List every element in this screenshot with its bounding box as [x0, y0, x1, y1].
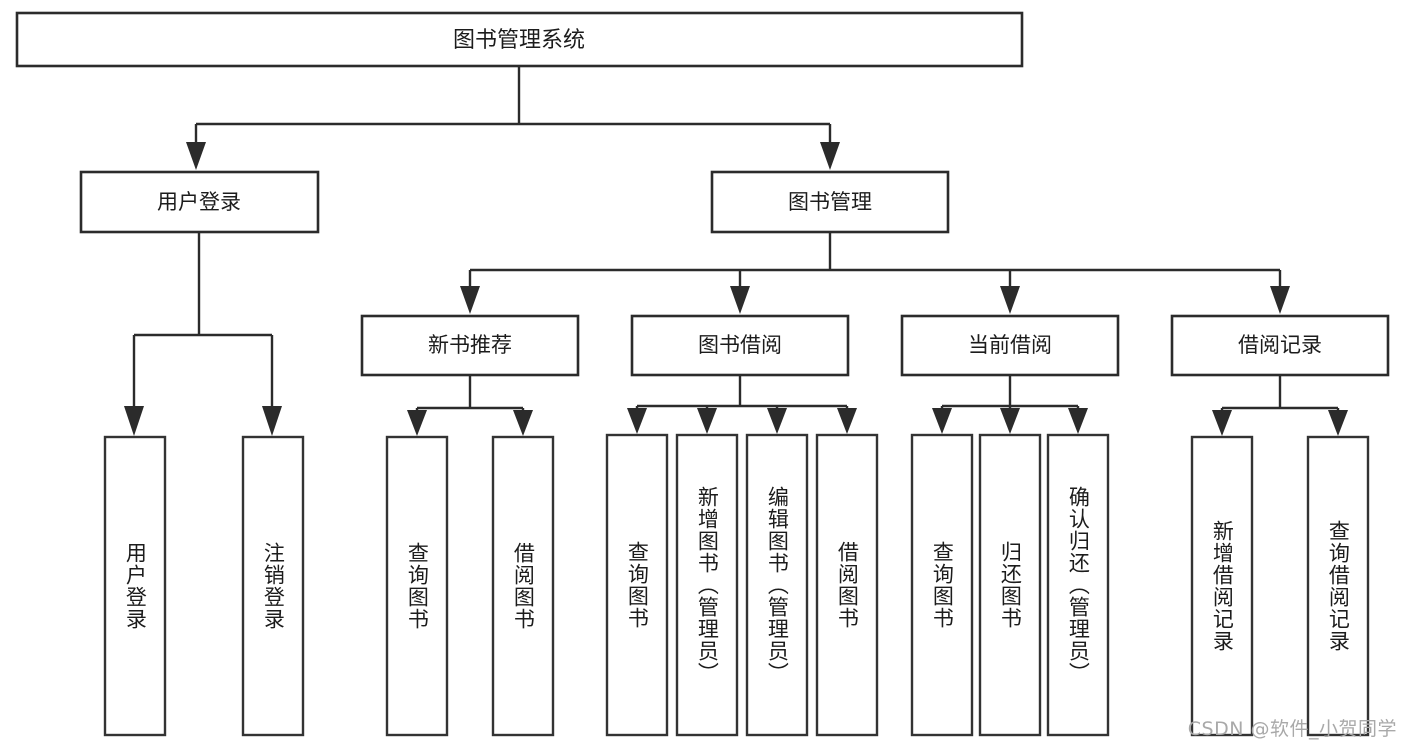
leaf-box-borrow-edit-book[interactable]	[745, 433, 809, 737]
leaf-box-borrow-add-book[interactable]	[675, 433, 739, 737]
arrow-to-current-borrow	[1000, 286, 1020, 314]
node-book-manage[interactable]: 图书管理	[710, 170, 950, 234]
node-root-title-label: 图书管理系统	[453, 28, 585, 53]
arrow-to-leaf-logout	[262, 406, 282, 436]
node-user-login[interactable]: 用户登录	[79, 170, 320, 234]
node-book-borrow[interactable]: 图书借阅	[630, 314, 850, 377]
node-borrow-record-box	[1170, 314, 1390, 377]
node-new-book-recommend-label: 新书推荐	[428, 333, 512, 357]
arrow-to-leaf-borrow-query-book	[627, 408, 647, 434]
leaf-box-rec-add-record[interactable]	[1190, 435, 1254, 737]
csdn-watermark: CSDN @软件_小贺同学	[1187, 718, 1397, 740]
arrow-to-leaf-borrow-borrow-book	[837, 408, 857, 434]
leaf-box-cur-confirm-return[interactable]	[1046, 433, 1110, 737]
node-book-borrow-box	[630, 314, 850, 377]
node-root-title[interactable]: 图书管理系统	[15, 11, 1024, 68]
leaf-box-cur-return-book[interactable]	[978, 433, 1042, 737]
node-book-manage-label: 图书管理	[788, 190, 872, 214]
node-new-book-recommend-box	[360, 314, 580, 377]
leaf-box-borrow-query-book[interactable]	[605, 433, 669, 737]
leaf-box-rec-query-record[interactable]	[1306, 435, 1370, 737]
node-borrow-record-label: 借阅记录	[1238, 333, 1322, 357]
leaf-box-rec-query-book[interactable]	[385, 435, 449, 737]
node-user-login-label: 用户登录	[157, 190, 241, 214]
leaf-box-logout[interactable]	[241, 435, 305, 737]
arrow-to-leaf-cur-query-book	[932, 408, 952, 434]
leaf-box-user-login[interactable]	[103, 435, 167, 737]
arrow-to-borrow-record	[1270, 286, 1290, 314]
leaf-box-borrow-borrow-book[interactable]	[815, 433, 879, 737]
arrow-to-book-borrow	[730, 286, 750, 314]
arrow-to-leaf-cur-confirm-return	[1068, 408, 1088, 434]
arrow-to-leaf-user-login	[124, 406, 144, 436]
arrow-to-leaf-rec-query-book	[407, 410, 427, 436]
arrow-to-user-login	[186, 142, 206, 170]
node-current-borrow[interactable]: 当前借阅	[900, 314, 1120, 377]
node-current-borrow-label: 当前借阅	[968, 333, 1052, 357]
node-root-title-box	[15, 11, 1024, 68]
node-current-borrow-box	[900, 314, 1120, 377]
arrow-to-leaf-borrow-edit-book	[767, 408, 787, 434]
leaf-box-cur-query-book[interactable]	[910, 433, 974, 737]
leaf-box-rec-borrow-book[interactable]	[491, 435, 555, 737]
arrow-to-book-manage	[820, 142, 840, 170]
arrow-to-leaf-rec-query-record	[1328, 410, 1348, 436]
arrow-to-leaf-rec-add-record	[1212, 410, 1232, 436]
node-borrow-record[interactable]: 借阅记录	[1170, 314, 1390, 377]
arrow-to-new-book-rec	[460, 286, 480, 314]
arrow-to-leaf-borrow-add-book	[697, 408, 717, 434]
node-book-manage-box	[710, 170, 950, 234]
arrow-to-leaf-rec-borrow-book	[513, 410, 533, 436]
arrow-to-leaf-cur-return-book	[1000, 408, 1020, 434]
node-book-borrow-label: 图书借阅	[698, 333, 782, 357]
node-new-book-recommend[interactable]: 新书推荐	[360, 314, 580, 377]
